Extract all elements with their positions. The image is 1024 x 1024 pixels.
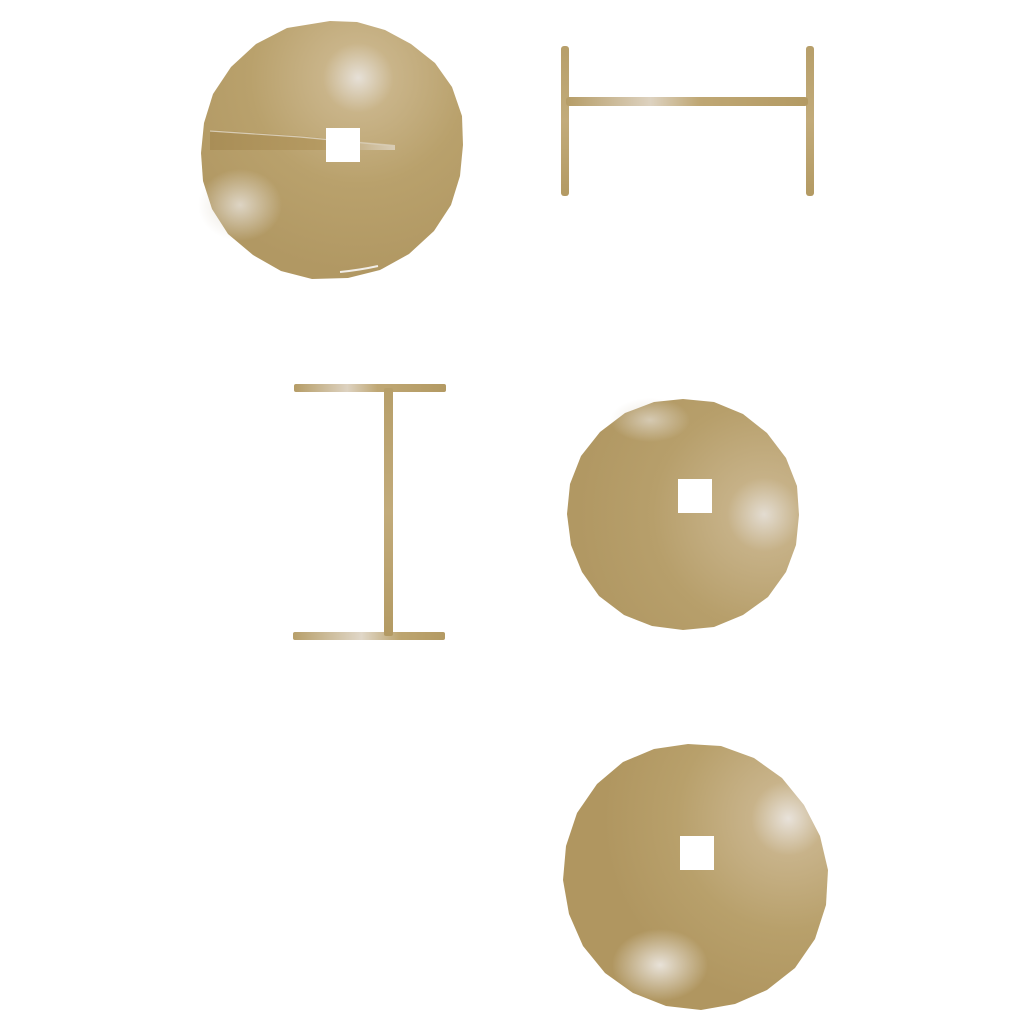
disc-with-slot	[198, 21, 463, 279]
disc-shine	[612, 929, 708, 1001]
beam-web	[384, 388, 393, 636]
beam-flange-top	[294, 384, 446, 392]
i-beam-horizontal	[561, 46, 814, 196]
square-hole	[680, 836, 714, 870]
disc-shine	[198, 169, 282, 241]
square-hole	[678, 479, 712, 513]
disc-shine	[610, 398, 690, 442]
disc-slot-edge	[209, 130, 396, 147]
i-beam-vertical	[293, 384, 446, 640]
disc-face	[567, 399, 799, 630]
beam-flange-bottom	[293, 632, 445, 640]
disc-rim-highlight	[339, 265, 379, 273]
square-hole	[326, 128, 360, 162]
disc-bottom	[563, 744, 828, 1010]
beam-flange-left	[561, 46, 569, 196]
beam-web	[566, 97, 808, 106]
disc-middle	[567, 398, 799, 630]
beam-flange-right	[806, 46, 814, 196]
